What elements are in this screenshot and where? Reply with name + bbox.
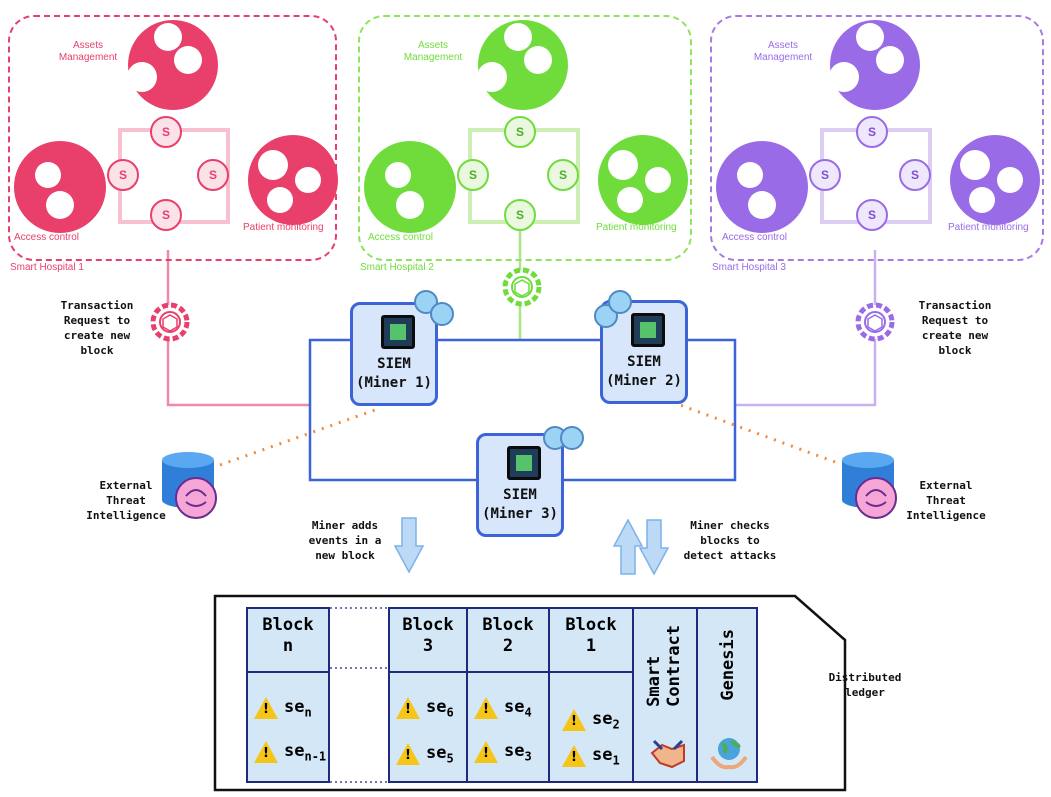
miner-checks-label: Miner checks blocks to detect attacks bbox=[683, 519, 777, 562]
svg-text:S: S bbox=[162, 125, 170, 139]
miner-pin-icon bbox=[430, 302, 454, 326]
svg-text:S: S bbox=[119, 168, 127, 182]
miner-pin-icon bbox=[560, 426, 584, 450]
hospital-name-1: Smart Hospital 1 bbox=[10, 262, 84, 273]
genesis-label: Genesis bbox=[718, 629, 738, 701]
svg-text:S: S bbox=[516, 208, 524, 222]
svg-text:S: S bbox=[868, 208, 876, 222]
block-divider bbox=[550, 671, 632, 673]
database-brain-icon bbox=[842, 452, 897, 519]
warning-icon: ! bbox=[254, 741, 278, 763]
access-label-3: Access control bbox=[722, 232, 788, 243]
warning-icon: ! bbox=[562, 745, 586, 767]
block-divider bbox=[468, 671, 548, 673]
hospital-cluster-icon: S S S S bbox=[14, 20, 338, 233]
block-event: !se5 bbox=[396, 739, 454, 769]
warning-icon: ! bbox=[474, 741, 498, 763]
svg-text:S: S bbox=[209, 168, 217, 182]
patient-label-2: Patient monitoring bbox=[596, 222, 677, 233]
block-1[interactable]: Block 1 !se2 !se1 bbox=[548, 607, 634, 783]
warning-icon: ! bbox=[396, 697, 420, 719]
miner-pin-icon bbox=[608, 290, 632, 314]
block-event: !se1 bbox=[562, 741, 620, 771]
access-label-1: Access control bbox=[14, 232, 80, 243]
database-brain-icon bbox=[162, 452, 217, 519]
gear-cube-icon bbox=[502, 267, 542, 307]
svg-text:S: S bbox=[911, 168, 919, 182]
svg-text:S: S bbox=[516, 125, 524, 139]
warning-icon: ! bbox=[474, 697, 498, 719]
hospital-cluster-icon: S S S S bbox=[716, 20, 1040, 233]
smart-contract-block[interactable]: Smart Contract bbox=[632, 607, 698, 783]
cpu-chip-icon bbox=[381, 315, 415, 349]
hospital-name-2: Smart Hospital 2 bbox=[360, 262, 434, 273]
block-heading: Block 1 bbox=[565, 615, 617, 656]
block-event: !se4 bbox=[474, 693, 532, 723]
patient-label-1: Patient monitoring bbox=[243, 222, 324, 233]
cpu-chip-icon bbox=[631, 313, 665, 347]
assets-label-1: Assets Management bbox=[58, 40, 118, 63]
cpu-chip-icon bbox=[507, 446, 541, 480]
smart-contract-label: Smart Contract bbox=[644, 625, 684, 707]
miner-title: SIEM (Miner 1) bbox=[356, 356, 432, 391]
handshake-icon bbox=[650, 739, 685, 769]
hospital-name-3: Smart Hospital 3 bbox=[712, 262, 786, 273]
block-2[interactable]: Block 2 !se4 !se3 bbox=[466, 607, 550, 783]
shield-s-icon bbox=[809, 116, 931, 231]
block-heading: Block n bbox=[262, 615, 314, 656]
block-event: !sen bbox=[254, 693, 312, 723]
threat-intel-label-right: External Threat Intelligence bbox=[906, 479, 986, 522]
arrow-down-icon bbox=[393, 517, 425, 574]
gear-cube-icon bbox=[150, 302, 190, 342]
hospital-cluster-icon: S S S S bbox=[364, 20, 688, 233]
hospital-panel-2 bbox=[358, 15, 692, 261]
tx-request-label-left: Transaction Request to create new block bbox=[60, 299, 134, 357]
block-3[interactable]: Block 3 !se6 !se5 bbox=[388, 607, 468, 783]
distributed-ledger-label: Distributed ledger bbox=[828, 671, 902, 699]
assets-label-2: Assets Management bbox=[403, 40, 463, 63]
block-heading: Block 2 bbox=[482, 615, 534, 656]
miner-title: SIEM (Miner 3) bbox=[482, 487, 558, 522]
warning-icon: ! bbox=[254, 697, 278, 719]
block-n[interactable]: Block n !sen !sen-1 bbox=[246, 607, 330, 783]
block-event: !se3 bbox=[474, 737, 532, 767]
warning-icon: ! bbox=[396, 743, 420, 765]
block-event: !sen-1 bbox=[254, 737, 326, 767]
miner-title: SIEM (Miner 2) bbox=[606, 354, 682, 389]
siem-miner-1[interactable]: SIEM (Miner 1) bbox=[350, 302, 438, 406]
block-heading: Block 3 bbox=[402, 615, 454, 656]
svg-text:S: S bbox=[559, 168, 567, 182]
svg-text:S: S bbox=[821, 168, 829, 182]
earth-hands-icon bbox=[710, 738, 748, 770]
svg-text:S: S bbox=[868, 125, 876, 139]
arrow-up-down-icon bbox=[612, 518, 670, 576]
miner-adds-label: Miner adds events in a new block bbox=[308, 519, 382, 562]
svg-text:S: S bbox=[469, 168, 477, 182]
shield-s-icon bbox=[107, 116, 229, 231]
warning-icon: ! bbox=[562, 709, 586, 731]
threat-intel-label-left: External Threat Intelligence bbox=[86, 479, 166, 522]
block-event: !se2 bbox=[562, 705, 620, 735]
genesis-block[interactable]: Genesis bbox=[696, 607, 758, 783]
patient-label-3: Patient monitoring bbox=[948, 222, 1029, 233]
hospital-panel-1 bbox=[8, 15, 337, 261]
siem-miner-3[interactable]: SIEM (Miner 3) bbox=[476, 433, 564, 537]
gear-cube-icon bbox=[855, 302, 895, 342]
tx-request-label-right: Transaction Request to create new block bbox=[918, 299, 992, 357]
access-label-2: Access control bbox=[368, 232, 434, 243]
block-event: !se6 bbox=[396, 693, 454, 723]
block-divider bbox=[248, 671, 328, 673]
assets-label-3: Assets Management bbox=[753, 40, 813, 63]
svg-text:S: S bbox=[162, 208, 170, 222]
hospital-panel-3 bbox=[710, 15, 1044, 261]
shield-s-icon bbox=[457, 116, 579, 231]
block-divider bbox=[390, 671, 466, 673]
